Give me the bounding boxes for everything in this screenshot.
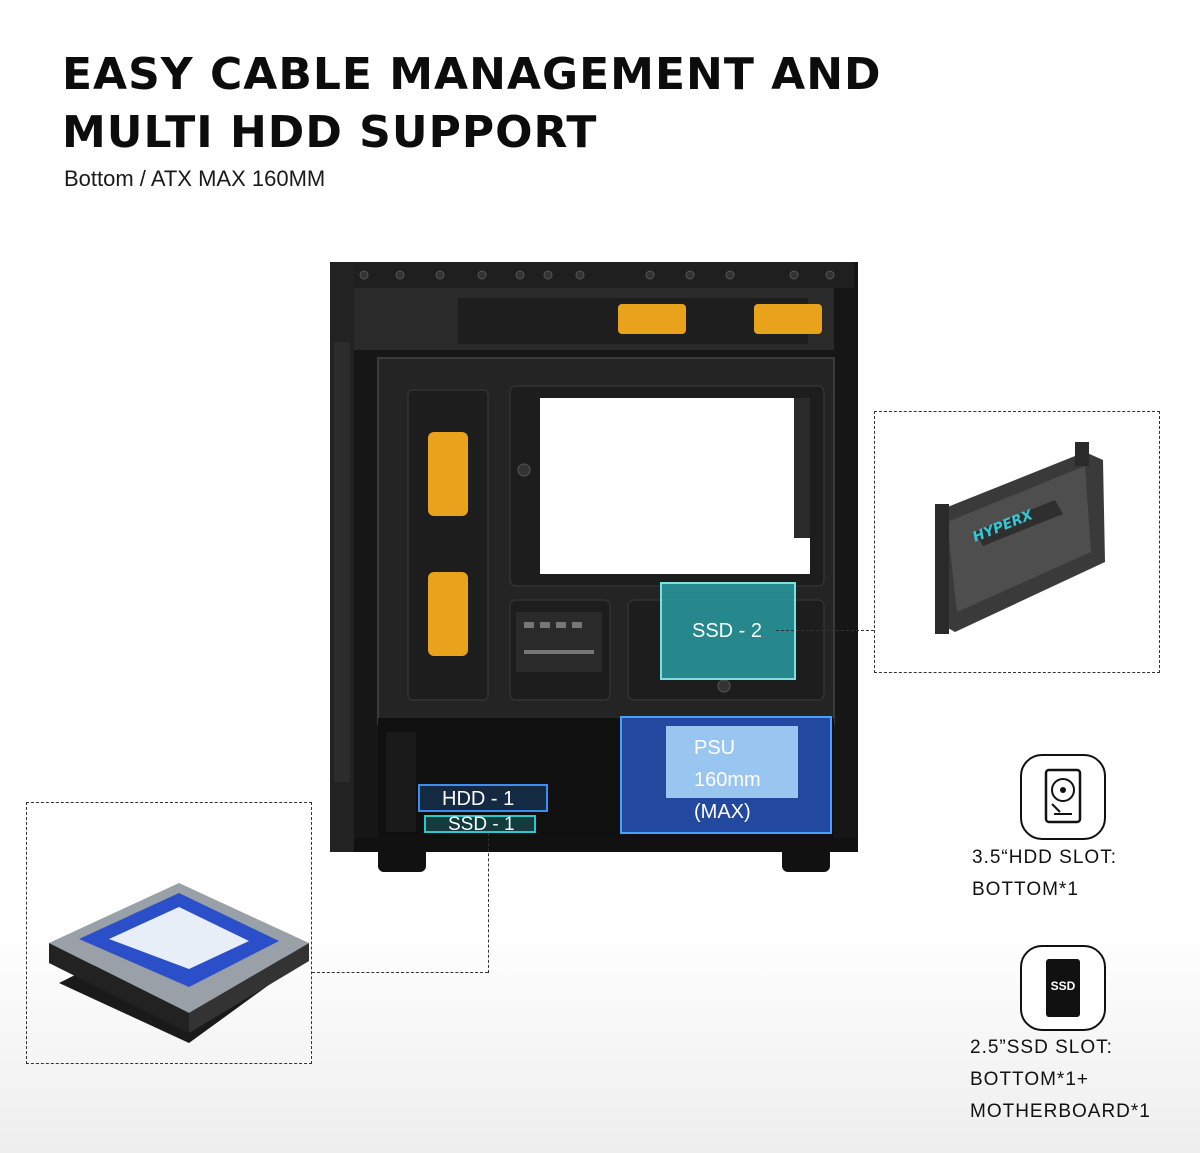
title-line-2: MULTI HDD SUPPORT [62, 107, 598, 158]
ssd-icon-text: SSD [1050, 979, 1076, 993]
hdd-spec-line-2: BOTTOM*1 [972, 879, 1079, 900]
ssd-spec-line-1: 2.5”SSD SLOT: [970, 1037, 1113, 1058]
hdd-1-label: HDD - 1 [442, 788, 515, 810]
ssd-callout-box: HYPERX [874, 411, 1160, 673]
hdd-icon [1020, 754, 1106, 840]
ssd-slot-spec: 2.5”SSD SLOT: BOTTOM*1+ MOTHERBOARD*1 [970, 1032, 1151, 1128]
hdd-drive-image [49, 883, 309, 1043]
pc-case-image [330, 262, 858, 852]
hdd-connector-horizontal [312, 972, 488, 973]
hdd-connector-vertical [488, 833, 489, 973]
case-foot-right [782, 852, 830, 872]
ssd-drive-image: HYPERX [935, 442, 1105, 634]
page-title: EASY CABLE MANAGEMENT AND MULTI HDD SUPP… [62, 46, 882, 162]
psu-inner-highlight [666, 726, 798, 798]
ssd-1-highlight [424, 815, 536, 833]
psu-label: PSU 160mm (MAX) [694, 732, 761, 828]
ssd-2-highlight [660, 582, 796, 680]
ssd-spec-line-3: MOTHERBOARD*1 [970, 1101, 1151, 1122]
psu-label-line-3: (MAX) [694, 801, 751, 823]
hdd-callout-box [26, 802, 312, 1064]
hdd-1-highlight [418, 784, 548, 812]
case-foot-left [378, 852, 426, 872]
ssd-connector-line [776, 630, 874, 631]
hdd-spec-line-1: 3.5“HDD SLOT: [972, 847, 1117, 868]
ssd-2-label: SSD - 2 [692, 620, 763, 642]
ssd-icon: SSD [1020, 945, 1106, 1031]
hdd-slot-spec: 3.5“HDD SLOT: BOTTOM*1 [972, 842, 1117, 906]
ssd-1-label: SSD - 1 [448, 814, 515, 835]
psu-label-line-1: PSU [694, 737, 736, 759]
subtitle: Bottom / ATX MAX 160MM [64, 166, 326, 191]
psu-label-line-2: 160mm [694, 769, 761, 791]
ssd-spec-line-2: BOTTOM*1+ [970, 1069, 1089, 1090]
title-line-1: EASY CABLE MANAGEMENT AND [62, 49, 882, 100]
